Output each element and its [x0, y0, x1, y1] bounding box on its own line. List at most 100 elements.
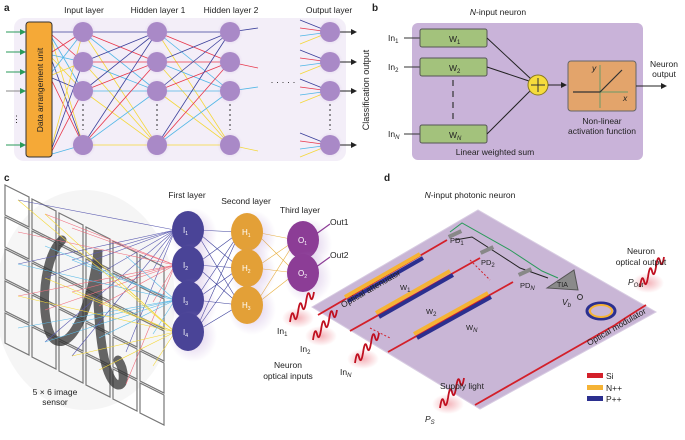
sensor-connection — [125, 229, 176, 353]
supply-light-label: Supply light — [440, 381, 485, 391]
sensor-pixel — [4, 216, 30, 260]
connection-line — [82, 61, 158, 92]
neuron-node — [73, 81, 93, 101]
connection-line — [82, 31, 158, 146]
neuron-node — [220, 22, 240, 42]
connection-line — [156, 31, 231, 92]
weight-label: W1 — [400, 283, 411, 294]
sensor-connection — [98, 331, 176, 371]
sensor-connection — [71, 227, 176, 266]
sensor-pixel — [112, 240, 138, 284]
x-axis-label: x — [622, 93, 628, 103]
first-layer-node-label: I4 — [183, 328, 188, 339]
output-label: optical output — [616, 257, 667, 267]
sensor-connection — [44, 264, 176, 311]
sensor-pixel — [139, 286, 165, 330]
first-layer-node-label: I2 — [183, 261, 188, 272]
output-label-2: Out2 — [330, 250, 349, 260]
photodiodes — [447, 229, 533, 277]
legend-label: P++ — [606, 394, 622, 404]
voltage-source-icon — [577, 294, 583, 300]
connection-line — [51, 40, 84, 146]
sensor-connection — [17, 231, 176, 266]
weight-label: W1 — [449, 34, 461, 46]
legend-swatch-p — [587, 396, 603, 401]
neuron-node — [220, 81, 240, 101]
neuron-node — [320, 81, 340, 101]
layer-label-output: Output layer — [306, 5, 352, 15]
sensor-label: sensor — [42, 397, 68, 407]
connection-line — [156, 31, 231, 146]
weight-label: W2 — [449, 63, 461, 75]
ring-modulator — [585, 301, 617, 321]
sensor-connection — [17, 295, 176, 333]
first-layer-node-label: I3 — [183, 296, 188, 307]
handwritten-character — [40, 235, 128, 390]
data-arrangement-label: Data arrangement unit — [35, 47, 45, 132]
output-label: Neuron — [650, 59, 678, 69]
connection-line — [156, 61, 231, 146]
connection-line — [82, 31, 158, 63]
second-layer-node-label: H3 — [242, 301, 251, 312]
third-layer-node — [287, 221, 319, 259]
sensor-pixel — [4, 184, 30, 228]
network-background — [14, 18, 346, 161]
input-label: In1 — [388, 33, 399, 45]
sensor-connection — [17, 199, 176, 231]
first-layer-node — [172, 246, 204, 284]
second-layer-node-label: H2 — [242, 264, 251, 275]
weight-label: WN — [466, 323, 478, 334]
sensor-pixel — [4, 312, 30, 356]
neuron-node — [320, 135, 340, 155]
legend-swatch-n — [587, 385, 603, 390]
sensor-connection — [71, 331, 176, 357]
light-pulse — [312, 309, 338, 341]
second-layer-node — [231, 286, 263, 324]
output-label: Neuron — [627, 246, 655, 256]
sensor-connection — [17, 199, 176, 333]
pd-label: PD2 — [481, 258, 495, 269]
inputs-label: Neuron — [274, 360, 302, 370]
activation-function-box — [567, 60, 637, 112]
neuron-node — [147, 81, 167, 101]
connection-line — [82, 61, 158, 146]
first-layer-node — [172, 211, 204, 249]
sensor-pixel — [4, 280, 30, 324]
connection-line — [51, 61, 84, 149]
first-layer-node — [172, 281, 204, 319]
sensor-connection — [44, 277, 176, 333]
classification-output-label: Classification output — [361, 49, 371, 130]
relu-curve — [573, 69, 623, 93]
sensor-connection — [44, 213, 176, 266]
sensor-pixel — [139, 318, 165, 362]
neuron-node — [320, 22, 340, 42]
neuron-node — [147, 135, 167, 155]
sensor-pixel — [85, 226, 111, 270]
neuron-node — [320, 52, 340, 72]
layer-label-second: Second layer — [221, 196, 271, 206]
optical-attenuators — [344, 252, 492, 340]
vb-label: Vb — [562, 297, 572, 309]
activation-label: activation function — [568, 126, 636, 136]
legend-swatch-si — [587, 373, 603, 378]
sensor-label: 5 × 6 image — [33, 387, 78, 397]
sensor-connection — [17, 263, 176, 301]
panel-label-a: a — [4, 3, 10, 14]
neuron-title: N-input neuron — [470, 7, 527, 17]
y-axis-label: y — [591, 63, 597, 73]
plus-icon — [531, 78, 545, 92]
pout-label: POut — [628, 277, 644, 289]
input-label: InN — [340, 367, 352, 379]
data-arrangement-unit — [25, 21, 53, 158]
layer-label-third: Third layer — [280, 205, 320, 215]
pd-label: PD1 — [450, 236, 464, 247]
connection-line — [156, 90, 231, 146]
first-layer-node — [172, 313, 204, 351]
green-wire — [449, 222, 559, 279]
sensor-pixel — [58, 340, 84, 384]
sensor-connection — [98, 299, 176, 339]
light-pulse — [439, 377, 465, 409]
third-layer-node — [287, 254, 319, 292]
